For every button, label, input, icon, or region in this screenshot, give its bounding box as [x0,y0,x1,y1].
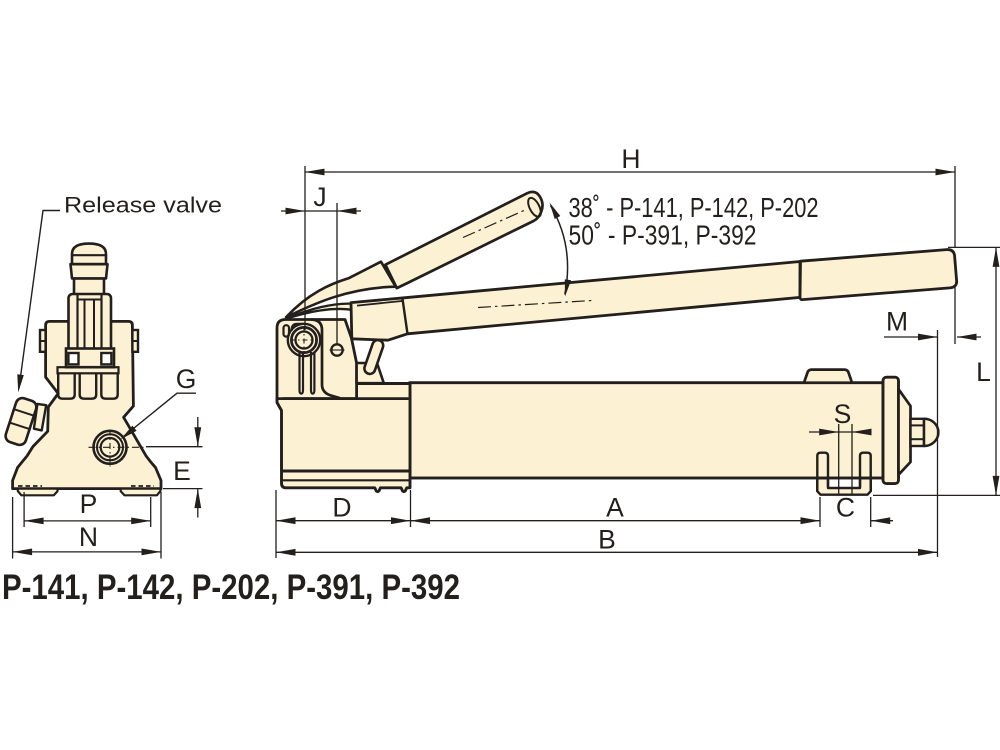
svg-text:M: M [886,307,908,337]
svg-text:S: S [834,399,852,429]
svg-text:J: J [313,182,326,212]
svg-text:50˚ - P-391, P-392: 50˚ - P-391, P-392 [569,220,757,251]
svg-text:Release valve: Release valve [64,193,222,218]
svg-text:38˚ - P-141, P-142, P-202: 38˚ - P-141, P-142, P-202 [569,192,819,223]
svg-text:G: G [176,364,197,394]
svg-text:L: L [976,357,991,387]
svg-text:A: A [606,493,624,523]
svg-text:E: E [173,456,191,486]
svg-text:D: D [332,493,351,523]
svg-text:B: B [598,524,616,554]
svg-text:C: C [836,493,855,523]
svg-text:P: P [80,489,98,519]
svg-text:N: N [79,522,98,552]
svg-text:H: H [621,144,640,174]
svg-text:P-141, P-142, P-202, P-391, P-: P-141, P-142, P-202, P-391, P-392 [2,568,460,607]
